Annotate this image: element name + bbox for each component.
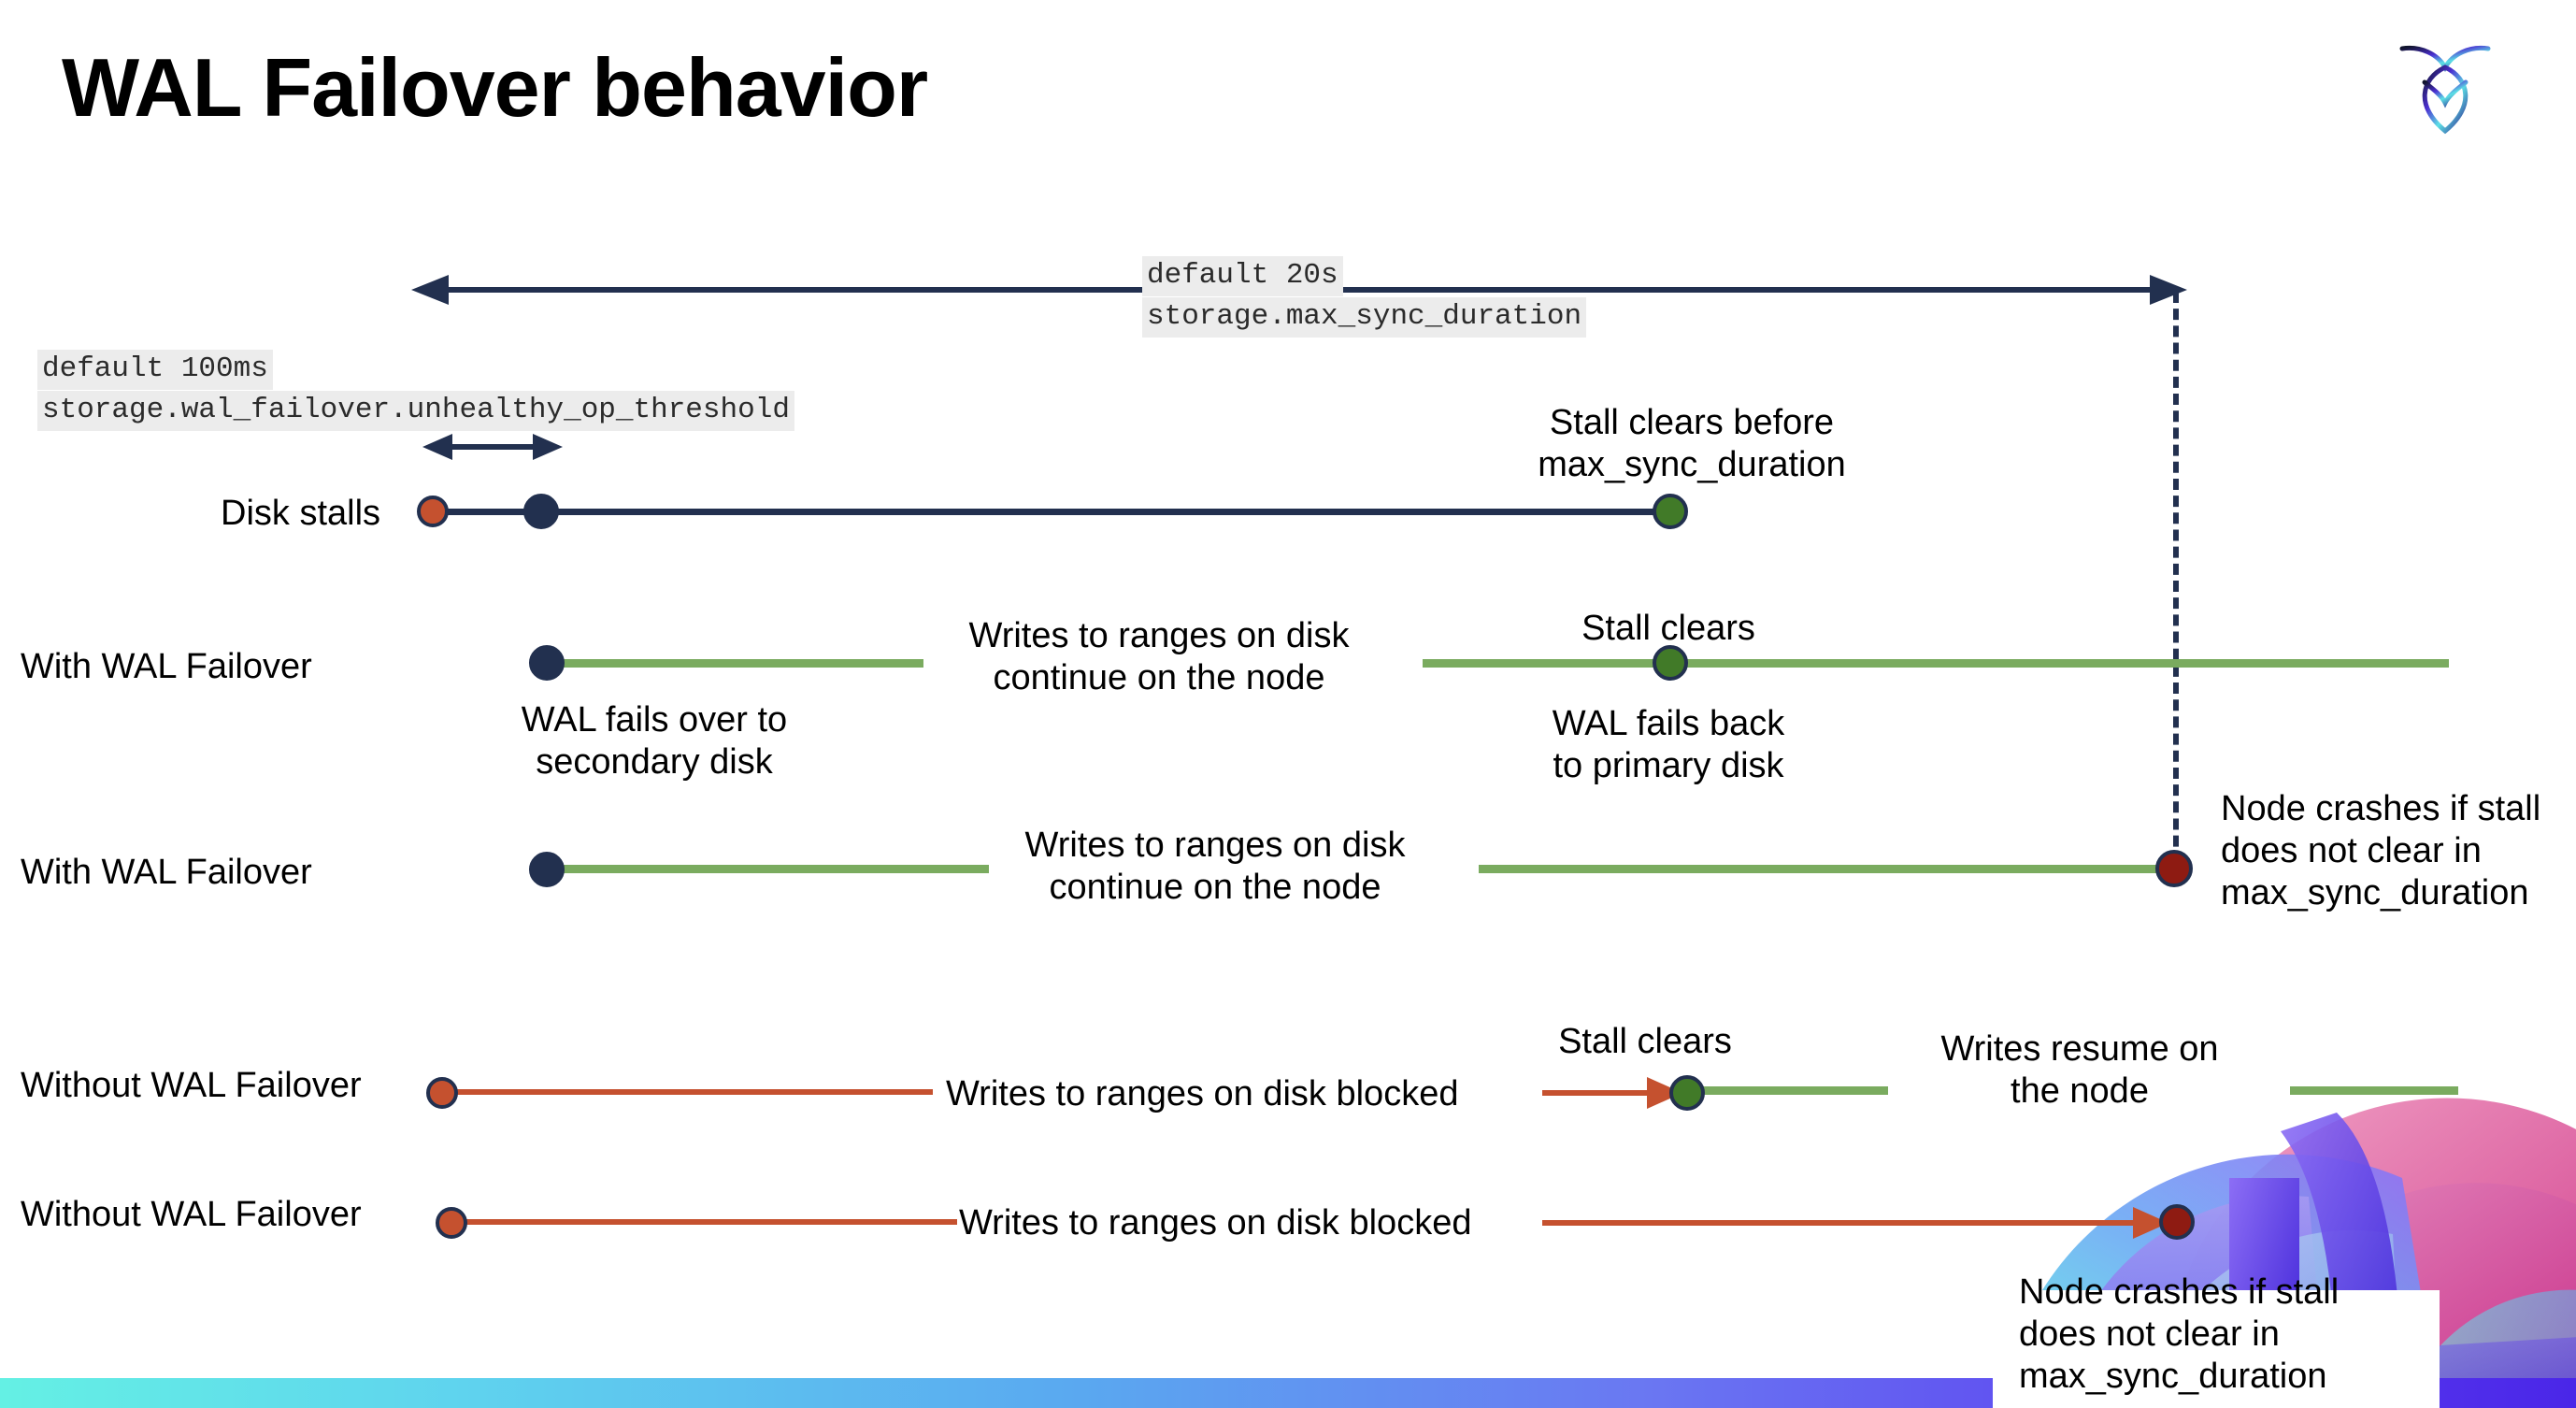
max-sync-duration-default-chip: default 20s bbox=[1142, 256, 1343, 296]
note-writes-blocked-2: Writes to ranges on disk blocked bbox=[959, 1203, 1472, 1243]
wal-failover-trigger-dot bbox=[523, 494, 559, 529]
note-wal-fails-back: WAL fails back to primary disk bbox=[1552, 704, 1785, 785]
cockroachdb-logo-icon bbox=[2389, 34, 2501, 146]
note-wal-fails-over: WAL fails over to secondary disk bbox=[521, 700, 788, 782]
row-label-without-wal-failover-2: Without WAL Failover bbox=[21, 1195, 362, 1234]
note-writes-continue: Writes to ranges on disk continue on the… bbox=[968, 616, 1350, 697]
wal-failover-segment-b bbox=[1423, 659, 2449, 668]
note-node-crashes-1: Node crashes if stall does not clear in … bbox=[2221, 789, 2541, 912]
note-node-crashes-2: Node crashes if stall does not clear in … bbox=[2019, 1272, 2340, 1396]
wal-failover-start-dot bbox=[529, 645, 565, 681]
note-stall-clears: Stall clears bbox=[1581, 609, 1755, 648]
row-label-with-wal-failover-2: With WAL Failover bbox=[21, 853, 312, 892]
disk-stalls-timeline bbox=[432, 509, 1675, 515]
note-stall-clears-2: Stall clears bbox=[1558, 1022, 1732, 1061]
wal-failover-crash-segment-a bbox=[542, 865, 989, 873]
note-writes-resume: Writes resume on the node bbox=[1940, 1029, 2219, 1111]
row-label-without-wal-failover-1: Without WAL Failover bbox=[21, 1066, 362, 1105]
node-crashes-callout-box bbox=[1993, 1290, 2440, 1408]
max-sync-duration-dashed-guide bbox=[2173, 292, 2179, 881]
disk-stall-start-dot bbox=[417, 496, 449, 527]
row-label-with-wal-failover-1: With WAL Failover bbox=[21, 647, 312, 686]
page-title: WAL Failover behavior bbox=[62, 41, 928, 134]
writes-blocked-segment-b bbox=[458, 1219, 957, 1225]
node-crash-dot bbox=[2159, 1204, 2195, 1240]
row-label-disk-stalls: Disk stalls bbox=[221, 494, 381, 533]
stall-clears-dot bbox=[1669, 1075, 1705, 1111]
double-headed-arrow-icon bbox=[422, 434, 563, 460]
max-sync-duration-setting-chip: storage.max_sync_duration bbox=[1142, 297, 1587, 338]
writes-blocked-arrow-icon bbox=[1542, 1077, 1682, 1109]
stall-clears-dot bbox=[1653, 645, 1688, 681]
note-writes-continue-2: Writes to ranges on disk continue on the… bbox=[1024, 826, 1406, 907]
unhealthy-op-threshold-setting-chip: storage.wal_failover.unhealthy_op_thresh… bbox=[37, 391, 794, 431]
writes-blocked-segment-a bbox=[449, 1089, 933, 1095]
stall-clears-dot bbox=[1653, 494, 1688, 529]
unhealthy-op-threshold-default-chip: default 100ms bbox=[37, 350, 273, 390]
node-crash-arrow-icon bbox=[1542, 1207, 2168, 1239]
disk-stall-start-dot bbox=[426, 1077, 458, 1109]
note-writes-blocked: Writes to ranges on disk blocked bbox=[946, 1074, 1459, 1113]
disk-stall-start-dot bbox=[436, 1207, 467, 1239]
wal-failover-start-dot bbox=[529, 852, 565, 887]
node-crash-dot bbox=[2155, 850, 2193, 887]
note-stall-clears-before: Stall clears before max_sync_duration bbox=[1538, 403, 1846, 484]
wal-failover-segment-a bbox=[542, 659, 923, 668]
wal-failover-crash-segment-b bbox=[1479, 865, 2172, 873]
writes-resume-segment bbox=[1692, 1086, 1888, 1095]
writes-resume-segment-far bbox=[2290, 1086, 2458, 1095]
